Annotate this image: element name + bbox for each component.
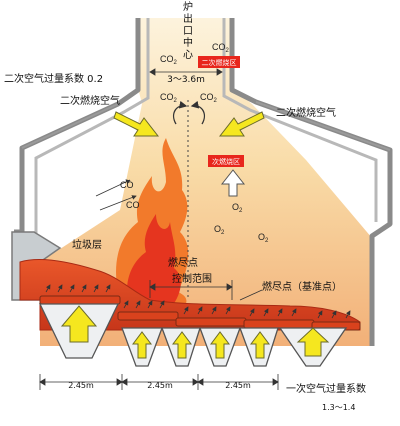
primary-air-arrow-6 — [296, 327, 330, 357]
waste-layer-label: 垃圾层 — [72, 238, 102, 251]
secondary-combustion-zone-label-mid: 次燃烧区 — [212, 157, 240, 166]
svg-text:中: 中 — [183, 36, 193, 49]
gas-co2-top-right: CO2 — [212, 42, 230, 54]
gas-co-1: CO — [120, 180, 134, 190]
primary-air-arrow-2 — [132, 331, 152, 359]
grate-airflow-marks — [45, 284, 351, 319]
furnace-lining-right — [222, 18, 378, 222]
gas-o2-2: O2 — [214, 224, 225, 236]
secondary-combustion-zone-box-top — [198, 56, 240, 68]
co-arrow-2 — [99, 195, 137, 211]
width-dimension — [149, 68, 223, 76]
primary-air-ratio-value: 1.3～1.4 — [322, 403, 355, 412]
width-top-label: 3～3.6m — [167, 75, 205, 85]
span-dimensions — [39, 374, 279, 390]
svg-text:炉: 炉 — [183, 1, 193, 13]
swirl-right-icon — [190, 100, 206, 125]
span-2-label: 2.45m — [147, 381, 173, 390]
swirl-left-icon — [172, 100, 188, 125]
span-3-label: 2.45m — [225, 381, 251, 390]
flow-up-arrow — [220, 169, 246, 197]
gas-co2-throat-right: CO2 — [200, 92, 218, 104]
control-range-dimension — [149, 280, 233, 300]
co-arrow-1 — [95, 179, 131, 197]
burnout-point-label: 燃尽点 — [168, 256, 198, 269]
secondary-combustion-zone-label-top: 二次燃烧区 — [202, 58, 237, 67]
control-range-label: 控制范围 — [172, 272, 212, 285]
primary-air-ratio-label: 一次空气过量系数 — [286, 382, 366, 395]
gas-o2-3: O2 — [258, 232, 269, 244]
svg-text:出: 出 — [183, 12, 193, 25]
secondary-combustion-zone-box-mid — [208, 155, 244, 167]
flame-inner — [126, 214, 181, 306]
furnace-roof-left — [21, 103, 119, 149]
svg-text:口: 口 — [183, 26, 193, 37]
gas-co2-top-left: CO2 — [160, 54, 178, 66]
gas-co2-throat-left: CO2 — [160, 92, 178, 104]
burnout-reference-leader — [239, 289, 263, 301]
furnace-roof-right — [255, 101, 391, 151]
burnout-point-reference-label: 燃尽点（基准点） — [262, 280, 342, 293]
primary-air-arrow-1 — [60, 305, 98, 343]
secondary-air-ratio-label: 二次空气过量系数 0.2 — [4, 72, 103, 85]
furnace-outlet-center-label: 炉 出 口 中 心 — [183, 1, 193, 61]
primary-air-arrow-4 — [210, 331, 230, 359]
gas-o2-1: O2 — [232, 202, 243, 214]
secondary-air-arrow-right — [218, 111, 265, 137]
primary-air-arrow-5 — [250, 331, 270, 359]
svg-text:心: 心 — [183, 49, 193, 61]
secondary-combustion-air-right-label: 二次燃烧空气 — [276, 106, 336, 119]
secondary-combustion-air-left-label: 二次燃烧空气 — [60, 94, 120, 107]
span-1-label: 2.45m — [68, 381, 94, 390]
primary-air-arrow-3 — [172, 331, 192, 359]
primary-air-arrows — [60, 305, 330, 359]
secondary-air-arrow-left — [113, 111, 160, 137]
furnace-wall-left — [14, 18, 141, 235]
gas-co-2: CO — [126, 200, 140, 210]
